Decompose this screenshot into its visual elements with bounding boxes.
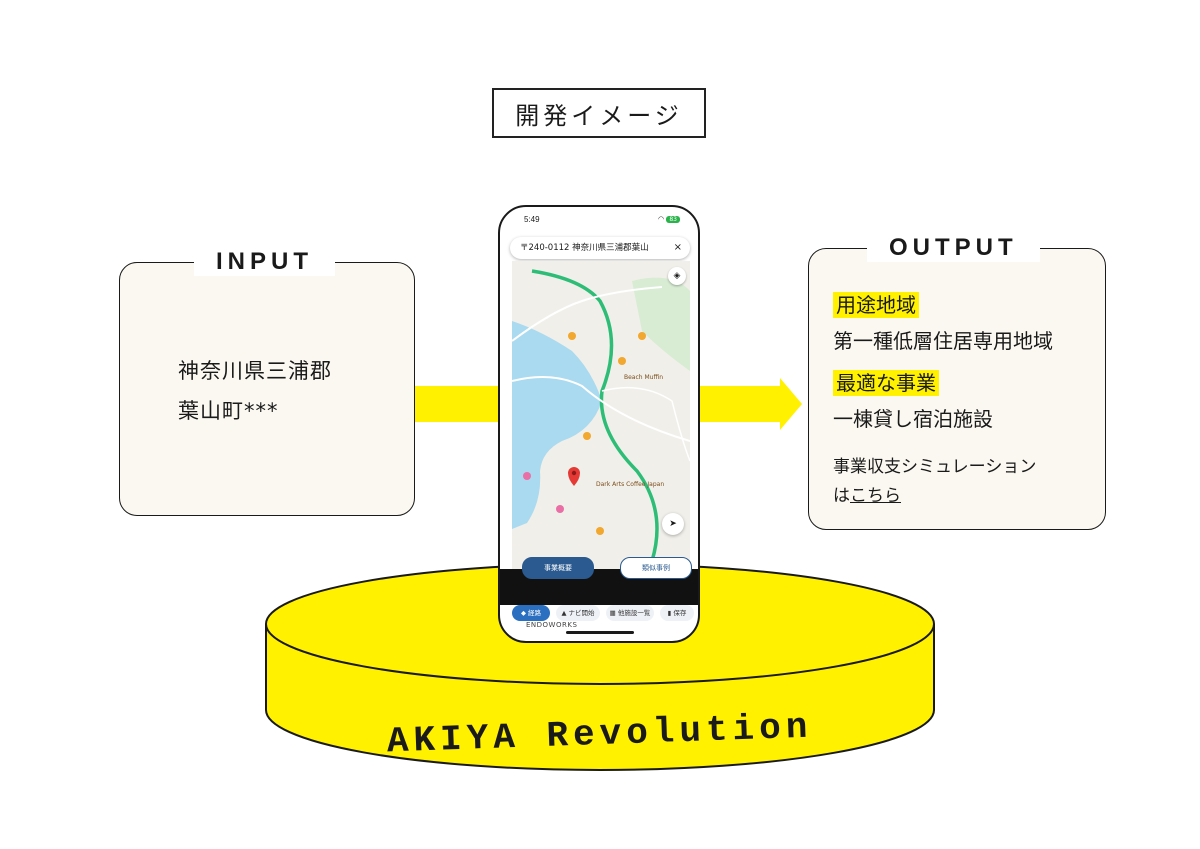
poi-marker [638, 332, 646, 340]
poi-marker [596, 527, 604, 535]
address-line-2: 葉山町*** [178, 399, 279, 423]
simulation-text: 事業収支シミュレーション はこちら [833, 453, 1036, 511]
address-search-bar[interactable]: 〒240-0112 神奈川県三浦郡葉山 × [510, 237, 690, 259]
poi-marker [523, 472, 531, 480]
poi-marker [583, 432, 591, 440]
address-line-1: 神奈川県三浦郡 [178, 359, 332, 383]
brand-label: ENDOWORKS [526, 621, 578, 629]
nav-directions-label: 経路 [528, 609, 542, 617]
poi-marker [556, 505, 564, 513]
map-water [512, 321, 602, 529]
map-view[interactable]: Beach Muffin Dark Arts Coffee Japan [512, 261, 690, 573]
map-road [512, 286, 663, 342]
nav-facilities-label: 他施設一覧 [617, 609, 651, 617]
arrow-right-icon [780, 378, 802, 430]
nav-start[interactable]: ▲ ナビ開始 [556, 605, 600, 621]
input-label: INPUT [194, 248, 335, 276]
layers-icon[interactable]: ◈ [668, 267, 686, 285]
map-green-area [632, 277, 690, 371]
simulation-link[interactable]: こちら [850, 486, 901, 506]
map-road [601, 386, 690, 462]
map-pin-icon [568, 467, 580, 486]
input-card: INPUT 神奈川県三浦郡 葉山町*** [119, 248, 415, 516]
zoning-value: 第一種低層住居専用地域 [833, 329, 1053, 353]
wifi-icon: ◠ [658, 215, 665, 223]
input-address: 神奈川県三浦郡 葉山町*** [178, 351, 332, 431]
similar-cases-button[interactable]: 類似事例 [620, 557, 692, 579]
status-icons: ◠ 83 [658, 215, 680, 223]
search-text: 〒240-0112 神奈川県三浦郡葉山 [520, 243, 649, 253]
bookmark-icon: ▮ [667, 609, 672, 617]
map-label-cafe-2: Dark Arts Coffee Japan [596, 481, 664, 488]
status-time: 5:49 [524, 215, 540, 224]
map-road [512, 376, 690, 442]
battery-badge: 83 [666, 216, 680, 223]
business-overview-button[interactable]: 事業概要 [522, 557, 594, 579]
business-label-row: 最適な事業 [833, 367, 939, 396]
home-indicator [566, 631, 634, 634]
poi-marker [618, 357, 626, 365]
close-icon[interactable]: × [673, 242, 682, 253]
bottom-nav: ◆ 経路 ▲ ナビ開始 ▦ 他施設一覧 ▮ 保存 [500, 603, 698, 627]
nav-facilities[interactable]: ▦ 他施設一覧 [606, 605, 654, 621]
nav-start-label: ナビ開始 [568, 609, 595, 617]
poi-marker [568, 332, 576, 340]
business-value: 一棟貸し宿泊施設 [833, 407, 993, 431]
business-label: 最適な事業 [833, 370, 939, 396]
zoning-label: 用途地域 [833, 292, 919, 318]
map-highway [531, 269, 659, 562]
zoning-label-row: 用途地域 [833, 289, 919, 318]
nav-save-label: 保存 [673, 609, 687, 617]
output-card: OUTPUT 用途地域 第一種低層住居専用地域 最適な事業 一棟貸し宿泊施設 事… [808, 234, 1106, 530]
output-label: OUTPUT [867, 234, 1040, 262]
navigate-icon: ▲ [561, 609, 567, 617]
directions-icon: ◆ [520, 609, 526, 617]
store-icon: ▦ [609, 609, 616, 617]
locate-icon[interactable]: ➤ [662, 513, 684, 535]
platform: AKIYA Revolution [265, 563, 935, 771]
simulation-line-2: はこちら [833, 482, 1036, 511]
nav-directions[interactable]: ◆ 経路 [512, 605, 550, 621]
phone-mockup: 5:49 ◠ 83 〒240-0112 神奈川県三浦郡葉山 × Beach Mu… [498, 205, 700, 643]
simulation-prefix: は [833, 486, 850, 506]
simulation-line-1: 事業収支シミュレーション [833, 457, 1037, 477]
nav-save[interactable]: ▮ 保存 [660, 605, 694, 621]
page-title: 開発イメージ [492, 88, 706, 138]
map-label-cafe-1: Beach Muffin [624, 374, 663, 381]
